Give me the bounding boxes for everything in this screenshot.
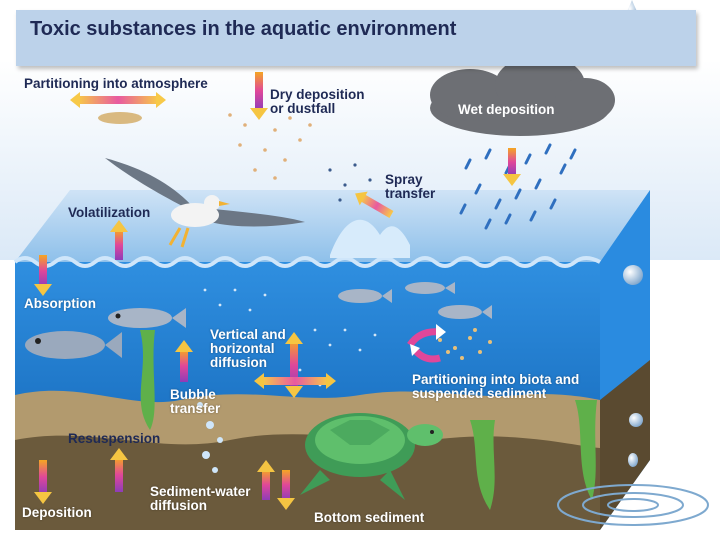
label-partitioning-biota: Partitioning into biota and suspended se… xyxy=(412,373,579,401)
page-title: Toxic substances in the aquatic environm… xyxy=(30,18,456,41)
label-wet-deposition: Wet deposition xyxy=(458,103,555,117)
label-bottom-sediment: Bottom sediment xyxy=(314,511,424,525)
label-spray-transfer: Spray transfer xyxy=(385,173,435,201)
label-resuspension: Resuspension xyxy=(68,432,160,446)
label-deposition: Deposition xyxy=(22,506,92,520)
label-sediment-water-diffusion: Sediment-water diffusion xyxy=(150,485,251,513)
label-vertical-horizontal-diffusion: Vertical and horizontal diffusion xyxy=(210,328,286,371)
label-volatilization: Volatilization xyxy=(68,206,150,220)
label-partitioning-atmosphere: Partitioning into atmosphere xyxy=(24,77,208,91)
label-bubble-transfer: Bubble transfer xyxy=(170,388,220,416)
label-absorption: Absorption xyxy=(24,297,96,311)
label-dry-deposition: Dry deposition or dustfall xyxy=(270,88,365,116)
